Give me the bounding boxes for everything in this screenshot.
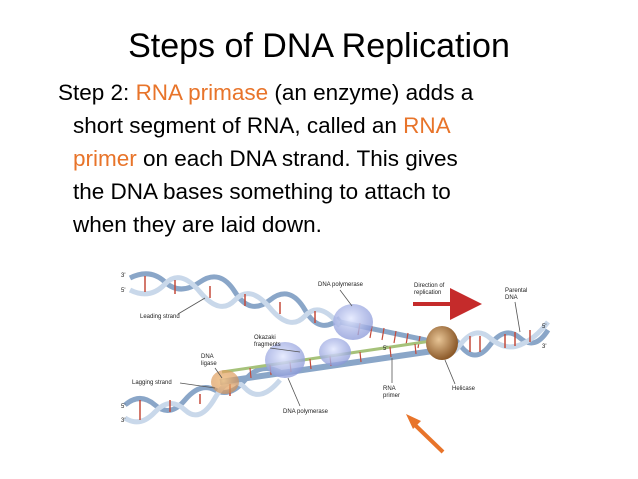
- direction-label: replication: [414, 290, 441, 296]
- okazaki-fragments-label: fragments: [254, 342, 281, 348]
- rna-primer-label: primer: [383, 393, 400, 399]
- body-text-segment: short segment of RNA, called an: [73, 113, 404, 138]
- dna-ligase-icon: [211, 370, 239, 394]
- strand-end-label: 5': [383, 346, 387, 352]
- dna-ligase-label: ligase: [201, 361, 217, 367]
- okazaki-fragments-label: Okazaki: [254, 335, 276, 341]
- rna-primer-term: primer: [73, 146, 137, 171]
- leading-strand-helix: [128, 271, 441, 349]
- rna-primer-label: RNA: [383, 386, 396, 392]
- strand-end-label: 5': [121, 288, 125, 294]
- strand-end-label: 3': [121, 273, 125, 279]
- lagging-strand-label: Lagging strand: [132, 380, 172, 386]
- strand-end-label: 5': [121, 404, 125, 410]
- parental-dna-label: DNA: [505, 295, 518, 301]
- body-text-segment: (an enzyme) adds a: [268, 80, 474, 105]
- helicase-label: Helicase: [452, 386, 476, 392]
- strand-end-label: 3': [121, 418, 125, 424]
- body-line-1: Step 2: RNA primase (an enzyme) adds a: [58, 76, 618, 109]
- rna-primase-term: RNA primase: [135, 80, 269, 105]
- dna-polymerase-lagging-2-icon: [319, 338, 351, 366]
- slide-title: Steps of DNA Replication: [128, 27, 510, 65]
- leading-strand-label: Leading strand: [140, 314, 180, 320]
- helicase-icon: [426, 326, 458, 360]
- dna-polymerase-bottom-label: DNA polymerase: [283, 409, 329, 415]
- rna-primer-term: RNA: [403, 113, 451, 138]
- strand-end-label: 5': [542, 324, 546, 330]
- body-text-segment: Step 2:: [58, 80, 136, 105]
- slide-body-text: Step 2: RNA primase (an enzyme) adds a s…: [58, 76, 618, 241]
- body-line-3: primer on each DNA strand. This gives: [58, 142, 618, 175]
- body-line-5: when they are laid down.: [73, 212, 322, 237]
- strand-end-label: 3': [542, 344, 546, 350]
- dna-polymerase-top-icon: [333, 304, 373, 340]
- direction-label: Direction of: [414, 283, 445, 289]
- body-line-2: short segment of RNA, called an RNA: [58, 109, 618, 142]
- body-text-segment: on each DNA strand. This gives: [136, 146, 458, 171]
- body-line-4: the DNA bases something to attach to: [73, 179, 451, 204]
- dna-polymerase-top-label: DNA polymerase: [318, 282, 364, 288]
- dna-ligase-label: DNA: [201, 354, 214, 360]
- parental-dna-label: Parental: [505, 288, 527, 294]
- orange-pointer-arrow: [406, 414, 445, 454]
